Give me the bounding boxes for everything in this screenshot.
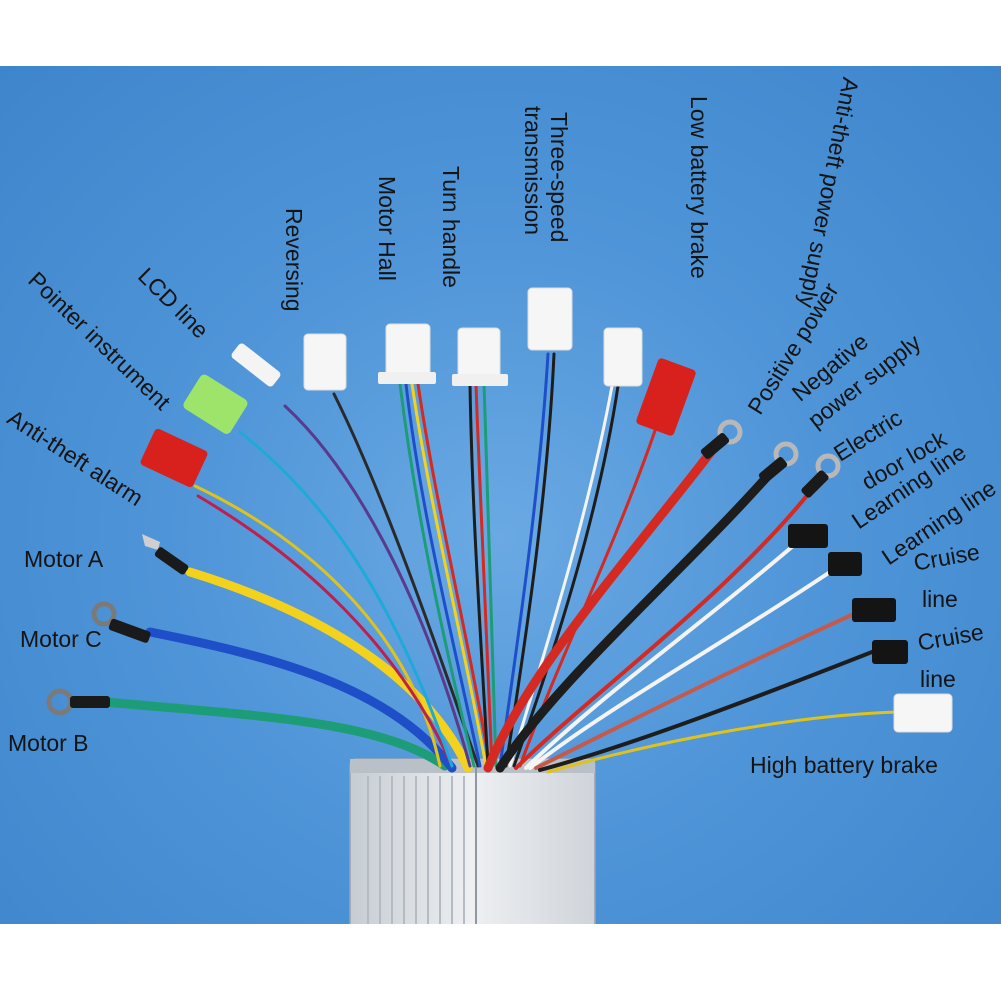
label-motor-b: Motor B xyxy=(8,730,89,756)
label-motor-c: Motor C xyxy=(20,626,102,652)
label-reversing: Reversing xyxy=(281,208,307,312)
label-motor-hall: Motor Hall xyxy=(374,176,400,281)
label-turn-handle: Turn handle xyxy=(438,166,464,288)
label-motor-a: Motor A xyxy=(24,546,104,572)
label-cruise-2-line: line xyxy=(920,666,956,692)
label-low-battery-brake: Low battery brake xyxy=(686,96,712,279)
product-photo: Motor A Motor C Motor B Anti-theft alarm… xyxy=(0,66,1001,924)
wire-bundle xyxy=(100,352,900,774)
wiring-illustration xyxy=(46,287,953,924)
label-three-speed: Three-speed xyxy=(546,112,572,243)
controller-box xyxy=(349,758,596,924)
label-high-battery-brake: High battery brake xyxy=(750,752,938,778)
label-cruise-1-line: line xyxy=(922,586,958,612)
label-transmission: transmission xyxy=(520,106,546,236)
connectors xyxy=(46,287,953,733)
